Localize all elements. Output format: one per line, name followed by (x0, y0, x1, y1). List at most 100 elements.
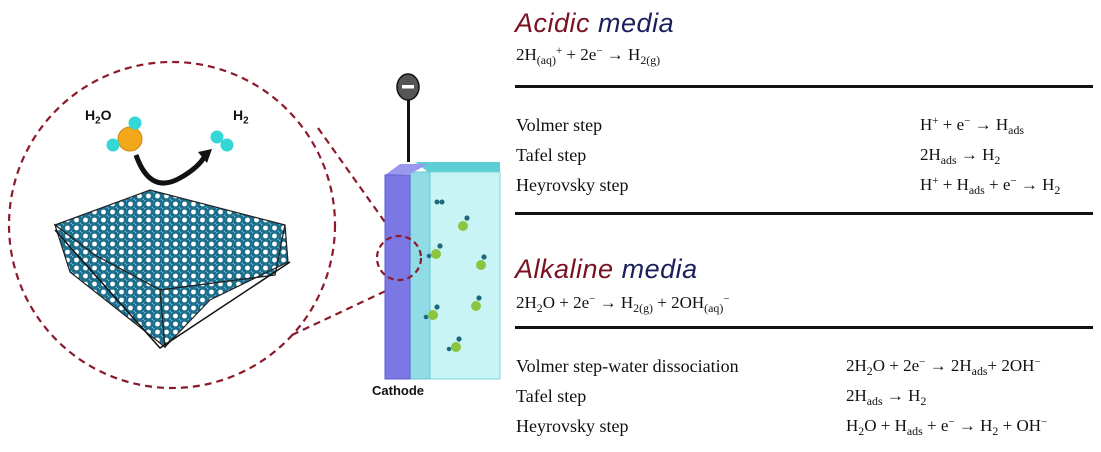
electrolyte-top (415, 162, 500, 172)
electrolyte (427, 171, 501, 380)
hydrogen-atom (210, 130, 224, 144)
equation-part: + (555, 44, 563, 57)
hydrogen-atom (220, 138, 234, 152)
equation-part: + 2OH (652, 293, 705, 312)
equation-part: O + H (864, 416, 907, 435)
equation-part: 2 (866, 364, 873, 379)
acidic-volmer-equation: H+ + e− → Hads (920, 113, 1024, 137)
adsorbate-molecule (471, 295, 482, 311)
equation-part: 2H (516, 293, 537, 312)
adsorbate-molecule (426, 243, 443, 259)
acidic-step-label-tafel: Tafel step (516, 145, 587, 165)
equation-part: − (1041, 415, 1048, 428)
equation-part: (aq) (536, 53, 556, 68)
equation-part: H (920, 115, 933, 134)
equation-part: 2H (920, 145, 941, 164)
equation-part: 2 (1054, 183, 1061, 198)
equation-part: → H (602, 45, 641, 64)
acidic-heyrovsky-equation: H+ + Hads + e− → H2 (920, 173, 1060, 197)
equation-part: → H (1016, 175, 1055, 194)
electrode-light-layer (409, 171, 431, 380)
zoom-circle (7, 60, 337, 390)
equation-part: − (723, 292, 730, 305)
equation-part: 2H (846, 356, 867, 375)
equation-part: 2 (992, 424, 999, 439)
equation-part: + e (984, 175, 1011, 194)
alkaline-heyrovsky-equation: H2O + Hads + e− → H2 + OH− (846, 414, 1047, 438)
equation-part: (aq) (704, 301, 724, 316)
hydrogen-label: H2 (233, 107, 249, 126)
equation-part: − (589, 292, 596, 305)
acidic-overall-equation: 2H(aq)+ + 2e− → H2(g) (516, 44, 660, 66)
equation-part: ads (968, 183, 985, 198)
equation-part: media (621, 254, 698, 284)
alkaline-title: Alkaline media (515, 254, 698, 284)
connector-line-top (317, 127, 393, 233)
adsorbate-molecule (446, 336, 462, 352)
equation-part: 2H (846, 386, 867, 405)
adsorbate-molecule (458, 215, 470, 231)
equation-part: 2 (858, 424, 865, 439)
adsorbate-molecule (476, 254, 487, 270)
hydrogen-molecule (210, 130, 234, 152)
zoom-target-circle (375, 234, 423, 282)
water-label: H2O (85, 107, 111, 127)
adsorbate-molecule (423, 304, 440, 320)
equation-part: 2(g) (640, 53, 661, 68)
equation-part: O + 2e (872, 356, 920, 375)
equation-part: ads (940, 153, 957, 168)
alkaline-volmer-equation: 2H2O + 2e− → 2Hads+ 2OH− (846, 354, 1041, 378)
reaction-arrow-icon (133, 154, 208, 186)
equation-part: Alkaline (515, 254, 614, 284)
equation-part: − (964, 114, 971, 127)
equation-part: H (85, 107, 96, 123)
alkaline-step-label-tafel: Tafel step (516, 386, 587, 406)
equation-part: ads (906, 424, 923, 439)
equation-part: + e (922, 416, 949, 435)
equation-part: − (919, 355, 926, 368)
equation-part: ads (866, 394, 883, 409)
h2-molecule-small (434, 199, 445, 205)
equation-part: → H (954, 416, 993, 435)
equation-part: → 2H (925, 356, 972, 375)
equation-part: + (932, 114, 939, 127)
equation-part: + H (938, 175, 969, 194)
cathode-label: Cathode (372, 383, 424, 398)
equation-part: + e (938, 115, 965, 134)
hydrogen-atom (106, 138, 120, 152)
equation-part: ads (971, 364, 988, 379)
cathode-diagram (7, 60, 501, 390)
equation-part: → H (882, 386, 921, 405)
terminal-wire (407, 96, 410, 162)
acidic-step-label-heyrovsky: Heyrovsky step (516, 175, 629, 195)
equation-part: + 2OH (987, 356, 1035, 375)
water-molecule (106, 116, 143, 152)
equation-part: media (598, 8, 675, 38)
equation-part: H (920, 175, 933, 194)
equation-part: O + 2e (542, 293, 590, 312)
acidic-step-label-volmer: Volmer step (516, 115, 603, 135)
connector-line-bottom (291, 287, 393, 336)
equation-part: − (1010, 174, 1017, 187)
alkaline-top-rule (515, 326, 1093, 329)
equation-part: ads (1008, 123, 1025, 138)
equation-part: 2 (920, 394, 927, 409)
acidic-tafel-equation: 2Hads → H2 (920, 143, 1000, 167)
alkaline-overall-equation: 2H2O + 2e− → H2(g) + 2OH(aq)− (516, 292, 730, 314)
equation-part: − (596, 44, 603, 57)
acidic-title: Acidic media (515, 8, 674, 38)
equation-part: → H (956, 145, 995, 164)
acidic-top-rule (515, 85, 1093, 88)
acidic-bottom-rule (515, 212, 1093, 215)
oxygen-atom (117, 126, 143, 152)
equation-part: H (846, 416, 859, 435)
equation-part: + (932, 174, 939, 187)
equation-part: 2 (95, 115, 101, 127)
equation-part: 2(g) (633, 301, 653, 316)
equation-part: + OH (998, 416, 1042, 435)
equation-part: → H (595, 293, 634, 312)
alkaline-step-label-heyrovsky: Heyrovsky step (516, 416, 629, 436)
hydrogen-atom (128, 116, 142, 130)
equation-part: 2 (536, 301, 543, 316)
equation-part: − (948, 415, 955, 428)
